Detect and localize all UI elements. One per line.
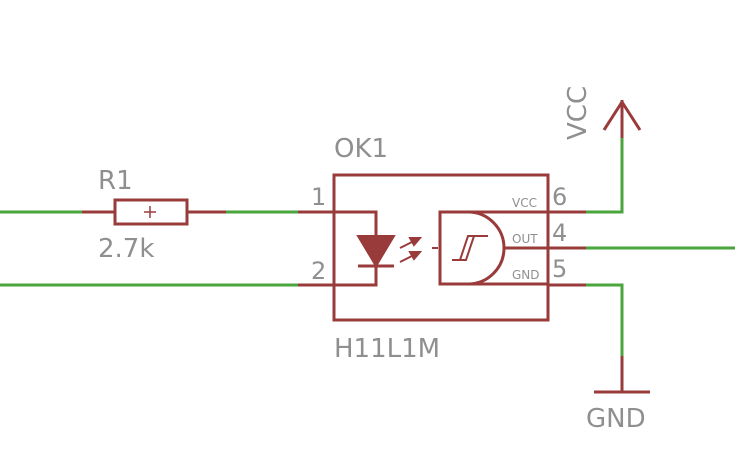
led-icon xyxy=(356,235,396,268)
pin-5-label: 5 xyxy=(552,255,567,283)
resistor-ref: R1 xyxy=(98,166,133,196)
gnd-label: GND xyxy=(586,404,646,434)
vcc-label: VCC xyxy=(563,86,593,140)
pin-1-label: 1 xyxy=(311,183,326,211)
schmitt-trigger-gate-icon xyxy=(438,210,506,286)
pin-gnd-label: GND xyxy=(512,268,540,282)
optocoupler-ref: OK1 xyxy=(334,134,388,164)
gnd-symbol xyxy=(594,356,650,394)
pin-2-label: 2 xyxy=(311,257,326,285)
pin-4-label: 4 xyxy=(552,219,567,247)
resistor-value: 2.7k xyxy=(98,234,154,264)
optocoupler-ok1 xyxy=(298,173,586,322)
optocoupler-part: H11L1M xyxy=(334,334,440,364)
resistor-r1 xyxy=(82,198,226,226)
light-emission-icon xyxy=(399,237,423,263)
hysteresis-icon xyxy=(452,235,488,261)
pin-6-label: 6 xyxy=(552,183,567,211)
wire-vcc xyxy=(586,138,624,214)
wire-gnd xyxy=(586,283,624,356)
pin-vcc-label: VCC xyxy=(512,196,537,210)
vcc-symbol xyxy=(602,100,642,138)
pin-out-label: OUT xyxy=(512,232,538,246)
